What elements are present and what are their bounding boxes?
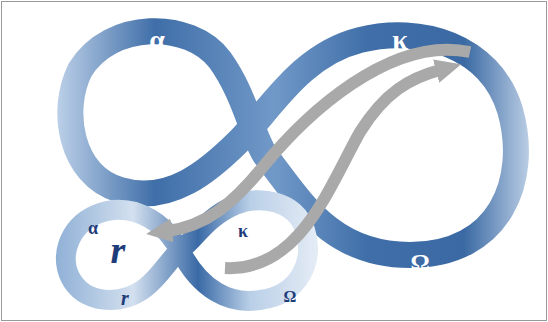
ribbon-letter: κ	[392, 26, 408, 54]
gray-arrow	[225, 70, 440, 268]
ribbon-letter: r	[111, 231, 126, 269]
ribbon-letter: α	[88, 219, 98, 237]
ribbon-letter: κ	[238, 222, 248, 240]
ribbon-letter: α	[149, 26, 165, 54]
ribbon-letter: r	[121, 288, 129, 308]
ribbon-letter: Ω	[284, 289, 297, 305]
ribbon-letter: Ω	[410, 250, 429, 274]
